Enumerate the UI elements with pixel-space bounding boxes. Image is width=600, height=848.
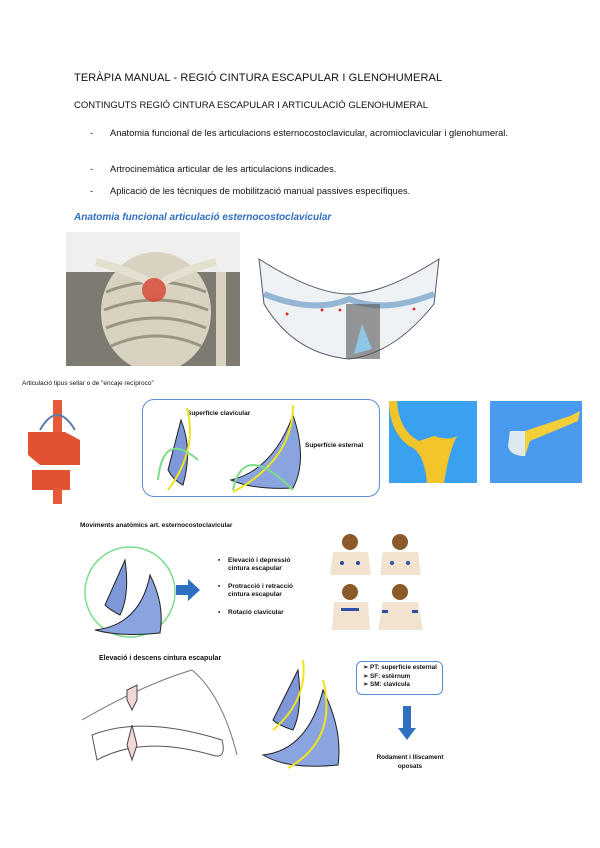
- shoulder-girdle-sketch: [82, 669, 238, 762]
- elevation-info-box: ➢ PT: superfície esternal ➢ SF: estèrnum…: [356, 661, 443, 695]
- sternoclavicular-ligament-illustration: [258, 258, 440, 360]
- movements-heading: Moviments anatòmics art. esternocostocla…: [80, 522, 233, 529]
- joint-surfaces-circle-illustration: [84, 546, 176, 638]
- info-item: ➢ SF: estèrnum: [363, 672, 411, 680]
- clavicle-sternum-3d-image: [389, 401, 477, 483]
- surface-curves-illustration: [157, 404, 301, 493]
- contents-heading: CONTINGUTS REGIÓ CINTURA ESCAPULAR I ART…: [74, 100, 429, 111]
- info-item: ➢ SM: clavícula: [363, 681, 410, 688]
- elevation-surfaces-illustration: [261, 660, 340, 769]
- page-title: TERÀPIA MANUAL - REGIÓ CINTURA ESCAPULAR…: [74, 72, 443, 84]
- sternal-surface-label: Superfície esternal: [305, 442, 364, 449]
- arrow-right-icon: [176, 579, 200, 601]
- movements-list: ▪Elevació i depressió cintura escapular …: [218, 557, 308, 617]
- articular-surfaces-box: Superfície clavicular Superfície esterna…: [142, 399, 380, 497]
- bullet-item: - Anatomia funcional de les articulacion…: [90, 128, 508, 138]
- movement-item: ▪Elevació i depressió cintura escapular: [218, 557, 291, 572]
- saddle-joint-model: [28, 400, 80, 504]
- shoulder-movement-figures: [330, 534, 423, 630]
- section-heading: Anatomia funcional articulació esternoco…: [74, 212, 332, 223]
- saddle-joint-caption: Articulació tipus sellar o de "encaje re…: [22, 380, 154, 387]
- movement-item: ▪Rotació clavicular: [218, 609, 284, 616]
- elevation-result: Rodament i lliscament oposats: [376, 754, 444, 770]
- clavicle-3d-image: [490, 401, 582, 483]
- movement-item: ▪Protracció i retracció cintura escapula…: [218, 583, 294, 598]
- clavicular-surface-label: Superfície clavicular: [187, 410, 251, 417]
- skeleton-thorax-image: [66, 232, 240, 366]
- arrow-down-icon: [398, 706, 416, 740]
- info-item: ➢ PT: superfície esternal: [363, 664, 437, 671]
- elevation-heading: Elevació i descens cintura escapular: [99, 655, 222, 662]
